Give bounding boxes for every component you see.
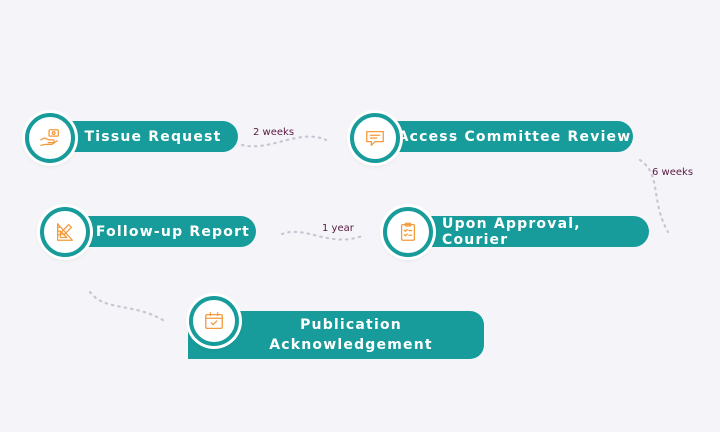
step-label: Tissue Request	[84, 128, 222, 145]
step-icon-badge	[189, 296, 239, 346]
clipboard-icon	[400, 222, 416, 241]
duration-label: 2 weeks	[253, 127, 295, 138]
connector-2	[638, 158, 670, 234]
step-label: Upon Approval, Courier	[442, 215, 581, 248]
duration-label: 6 weeks	[652, 167, 694, 178]
duration-label: 1 year	[322, 223, 354, 234]
hand-money-icon	[40, 129, 59, 146]
step-icon-badge	[383, 207, 433, 257]
connector-3	[280, 230, 364, 241]
step-icon-badge	[25, 113, 75, 163]
step-follow-up-report: Follow-up Report	[64, 216, 256, 247]
chat-icon	[366, 130, 384, 146]
step-tissue-request: Tissue Request	[48, 121, 238, 152]
step-access-committee-review: Access Committee Review	[376, 121, 633, 152]
step-upon-approval-courier: Upon Approval, Courier	[408, 215, 649, 248]
step-label: Follow-up Report	[95, 223, 251, 240]
step-icon-badge	[40, 207, 90, 257]
step-label-line1: Publication	[300, 317, 402, 333]
connector-4	[88, 290, 168, 324]
calendar-check-icon	[205, 312, 223, 329]
step-label-line2: Acknowledgement	[269, 337, 433, 353]
step-icon-badge	[350, 113, 400, 163]
pencil-ruler-icon	[57, 223, 73, 241]
step-label: Access Committee Review	[397, 128, 632, 145]
connector-1	[240, 135, 328, 148]
